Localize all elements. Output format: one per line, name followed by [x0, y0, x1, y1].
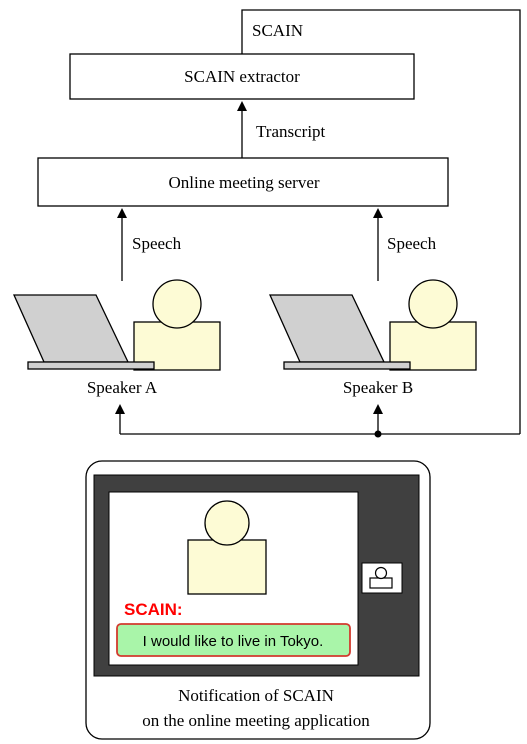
notification-caption-line2: on the online meeting application — [142, 711, 370, 730]
speaker-a-head — [152, 279, 202, 329]
scain-message-text: I would like to live in Tokyo. — [143, 633, 324, 650]
meeting-server-label: Online meeting server — [168, 173, 319, 192]
transcript-label: Transcript — [256, 122, 326, 141]
meeting-server-box — [37, 157, 449, 207]
speaker-a-label: Speaker A — [87, 378, 158, 397]
main-video-person-body — [187, 539, 267, 595]
speech-label-a: Speech — [132, 234, 182, 253]
main-video-person-head — [204, 500, 250, 546]
self-view-body — [369, 577, 393, 589]
speaker-b-figure — [268, 279, 477, 371]
notification-caption-line1: Notification of SCAIN — [178, 686, 334, 705]
scain-extractor-box — [69, 53, 415, 100]
speaker-b-laptop-screen — [268, 294, 386, 363]
scain-message-bubble — [116, 623, 351, 657]
speaker-a-figure — [12, 279, 221, 371]
speaker-b-laptop-base — [283, 361, 411, 370]
scain-extractor-label: SCAIN extractor — [184, 67, 300, 86]
speaker-b-label: Speaker B — [343, 378, 413, 397]
self-view-head — [374, 566, 388, 580]
speech-label-b: Speech — [387, 234, 437, 253]
speaker-b-head — [408, 279, 458, 329]
scain-output-line — [241, 9, 521, 434]
scain-notification-heading: SCAIN: — [124, 600, 183, 619]
speaker-a-laptop-base — [27, 361, 155, 370]
speaker-a-laptop-screen — [12, 294, 130, 363]
junction-dot — [374, 430, 382, 438]
scain-output-label: SCAIN — [252, 21, 303, 40]
